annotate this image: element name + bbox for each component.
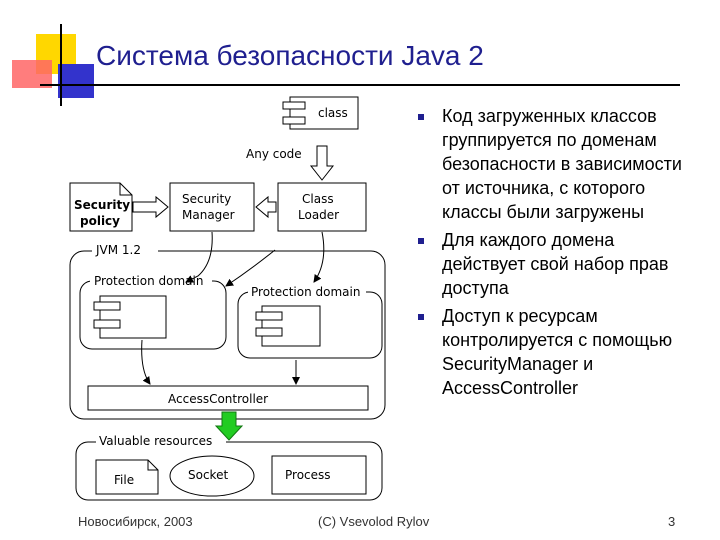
bullet-text: Доступ к ресурсам контролируется с помощ…: [442, 306, 673, 398]
socket-label: Socket: [188, 468, 228, 482]
security-manager-line2: Manager: [182, 208, 235, 222]
loader-to-domain2-arrow: [313, 231, 325, 283]
socket-resource: Socket: [169, 455, 255, 497]
any-code-arrow: [309, 145, 335, 181]
decor-square-blue: [58, 64, 94, 98]
bullet-square-icon: [418, 314, 424, 320]
process-resource: Process: [271, 455, 367, 495]
policy-to-manager-arrow: [132, 195, 169, 219]
class-component: class: [282, 96, 359, 130]
slide-title: Система безопасности Java 2: [96, 40, 484, 71]
file-label: File: [114, 473, 134, 487]
manager-to-domain-arrow: [185, 231, 213, 283]
class-label: class: [318, 106, 348, 120]
access-controller-label: AccessController: [168, 392, 268, 406]
decor-square-red: [12, 60, 52, 88]
process-label: Process: [285, 468, 331, 482]
access-green-arrow: [214, 411, 244, 441]
file-resource: File: [95, 459, 159, 495]
bullet-item: Код загруженных классов группируется по …: [412, 104, 702, 224]
bullet-list: Код загруженных классов группируется по …: [412, 104, 702, 404]
bullet-text: Для каждого домена действует свой набор …: [442, 230, 669, 298]
bullet-square-icon: [418, 238, 424, 244]
page-number: 3: [668, 514, 676, 529]
class-loader-box: Class Loader: [277, 182, 367, 232]
protection-domain-1-label: Protection domain: [94, 274, 203, 288]
any-code-label: Any code: [246, 147, 302, 161]
footer-center: (C) Vsevolod Rylov: [318, 514, 430, 529]
security-policy-line1: Security: [74, 198, 130, 212]
title-divider: [40, 84, 680, 86]
protection-domain-2-label: Protection domain: [251, 285, 360, 299]
decor-line-vertical: [60, 24, 62, 106]
loader-to-domain1-arrow: [225, 249, 276, 287]
footer-left: Новосибирск, 2003: [78, 514, 193, 529]
bullet-square-icon: [418, 114, 424, 120]
security-policy-document: Security policy: [69, 182, 133, 232]
bullet-item: Доступ к ресурсам контролируется с помощ…: [412, 304, 702, 400]
security-manager-line1: Security: [182, 192, 231, 206]
loader-to-manager-arrow: [255, 195, 277, 219]
component-icon-1: [93, 295, 167, 339]
access-controller-box: [87, 385, 369, 411]
jvm-label: JVM 1.2: [95, 243, 141, 257]
bullet-item: Для каждого домена действует свой набор …: [412, 228, 702, 300]
domain1-to-ac-arrow: [141, 339, 151, 385]
component-icon-2: [255, 305, 321, 347]
security-manager-box: Security Manager: [169, 182, 255, 232]
class-loader-line2: Loader: [298, 208, 339, 222]
valuable-resources-label: Valuable resources: [99, 434, 212, 448]
security-policy-line2: policy: [80, 214, 120, 228]
class-loader-line1: Class: [302, 192, 334, 206]
bullet-text: Код загруженных классов группируется по …: [442, 106, 682, 222]
